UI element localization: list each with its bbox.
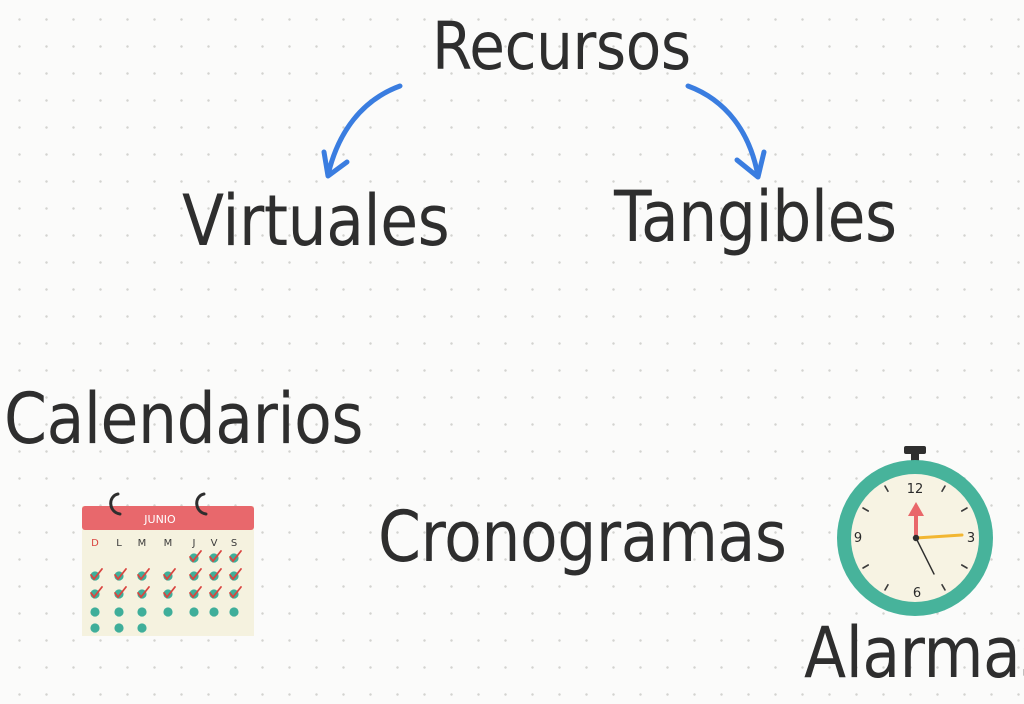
- calendar-date-dot: [189, 607, 199, 617]
- calendar-check-icon: [163, 568, 176, 581]
- calendar-check-icon: [189, 550, 202, 563]
- item-cronogramas: Cronogramas: [378, 496, 787, 578]
- item-alarmas: Alarmas: [804, 612, 1024, 694]
- clock-number-6: 6: [913, 586, 921, 601]
- calendar-month: JUNIO: [143, 513, 176, 526]
- calendar-date-dot: [229, 607, 239, 617]
- clock-center: [912, 534, 920, 542]
- clock-minute-hand: [914, 533, 964, 540]
- day-header: M: [138, 538, 147, 549]
- calendar-day-headers: D L M M J V S: [91, 538, 237, 549]
- calendar-check-icon: [189, 586, 202, 599]
- clock-stem: [911, 452, 919, 464]
- calendar-check-icon: [229, 550, 242, 563]
- clock-tick: [862, 507, 870, 512]
- day-header: D: [91, 538, 99, 549]
- calendar-check-icon: [229, 586, 242, 599]
- branch-node-tangibles: Tangibles: [614, 176, 897, 258]
- clock-number-3: 3: [967, 531, 975, 546]
- calendar-date-dot: [90, 623, 100, 633]
- calendar-date-dot: [114, 607, 124, 617]
- item-calendarios: Calendarios: [4, 378, 364, 460]
- clock-tick: [960, 507, 968, 512]
- day-header: V: [211, 538, 218, 549]
- clock-tick: [862, 564, 870, 569]
- calendar-check-icon: [90, 586, 103, 599]
- calendar-date-dot: [90, 607, 100, 617]
- clock-button: [904, 446, 926, 454]
- calendar-icon: JUNIO D L M M J V S: [82, 492, 254, 636]
- calendar-check-icon: [137, 568, 150, 581]
- clock-tick: [960, 564, 968, 569]
- calendar-check-icon: [163, 586, 176, 599]
- calendar-ring-right: [195, 492, 208, 516]
- alarm-clock-icon: 12 3 6 9: [837, 446, 993, 616]
- calendar-check-icon: [209, 550, 222, 563]
- clock-number-12: 12: [907, 482, 924, 497]
- calendar-check-icon: [209, 586, 222, 599]
- clock-hour-hand-tip: [908, 502, 924, 516]
- calendar-date-dot: [137, 607, 147, 617]
- day-header: M: [164, 538, 173, 549]
- arrow-left: [321, 83, 403, 179]
- branch-node-virtuales: Virtuales: [182, 180, 450, 262]
- calendar-date-dot: [163, 607, 173, 617]
- clock-tick: [884, 583, 889, 591]
- calendar-check-icon: [114, 568, 127, 581]
- calendar-check-icon: [189, 568, 202, 581]
- calendar-check-icon: [90, 568, 103, 581]
- day-header: J: [192, 538, 196, 549]
- calendar-date-dot: [137, 623, 147, 633]
- arrow-right: [685, 83, 767, 180]
- clock-tick: [941, 583, 946, 591]
- calendar-header: [82, 506, 254, 530]
- calendar-check-icon: [114, 586, 127, 599]
- clock-ticks: [862, 485, 968, 591]
- clock-number-9: 9: [854, 531, 862, 546]
- calendar-date-dot: [209, 607, 219, 617]
- clock-tick: [941, 485, 946, 493]
- clock-second-hand: [915, 537, 935, 575]
- day-header: S: [231, 538, 237, 549]
- calendar-check-icon: [229, 568, 242, 581]
- calendar-ring-left: [109, 492, 122, 516]
- root-node-recursos: Recursos: [432, 8, 691, 85]
- clock-tick: [884, 485, 889, 493]
- calendar-check-icon: [137, 586, 150, 599]
- calendar-dates: [90, 550, 242, 633]
- day-header: L: [116, 538, 122, 549]
- calendar-date-dot: [114, 623, 124, 633]
- calendar-check-icon: [209, 568, 222, 581]
